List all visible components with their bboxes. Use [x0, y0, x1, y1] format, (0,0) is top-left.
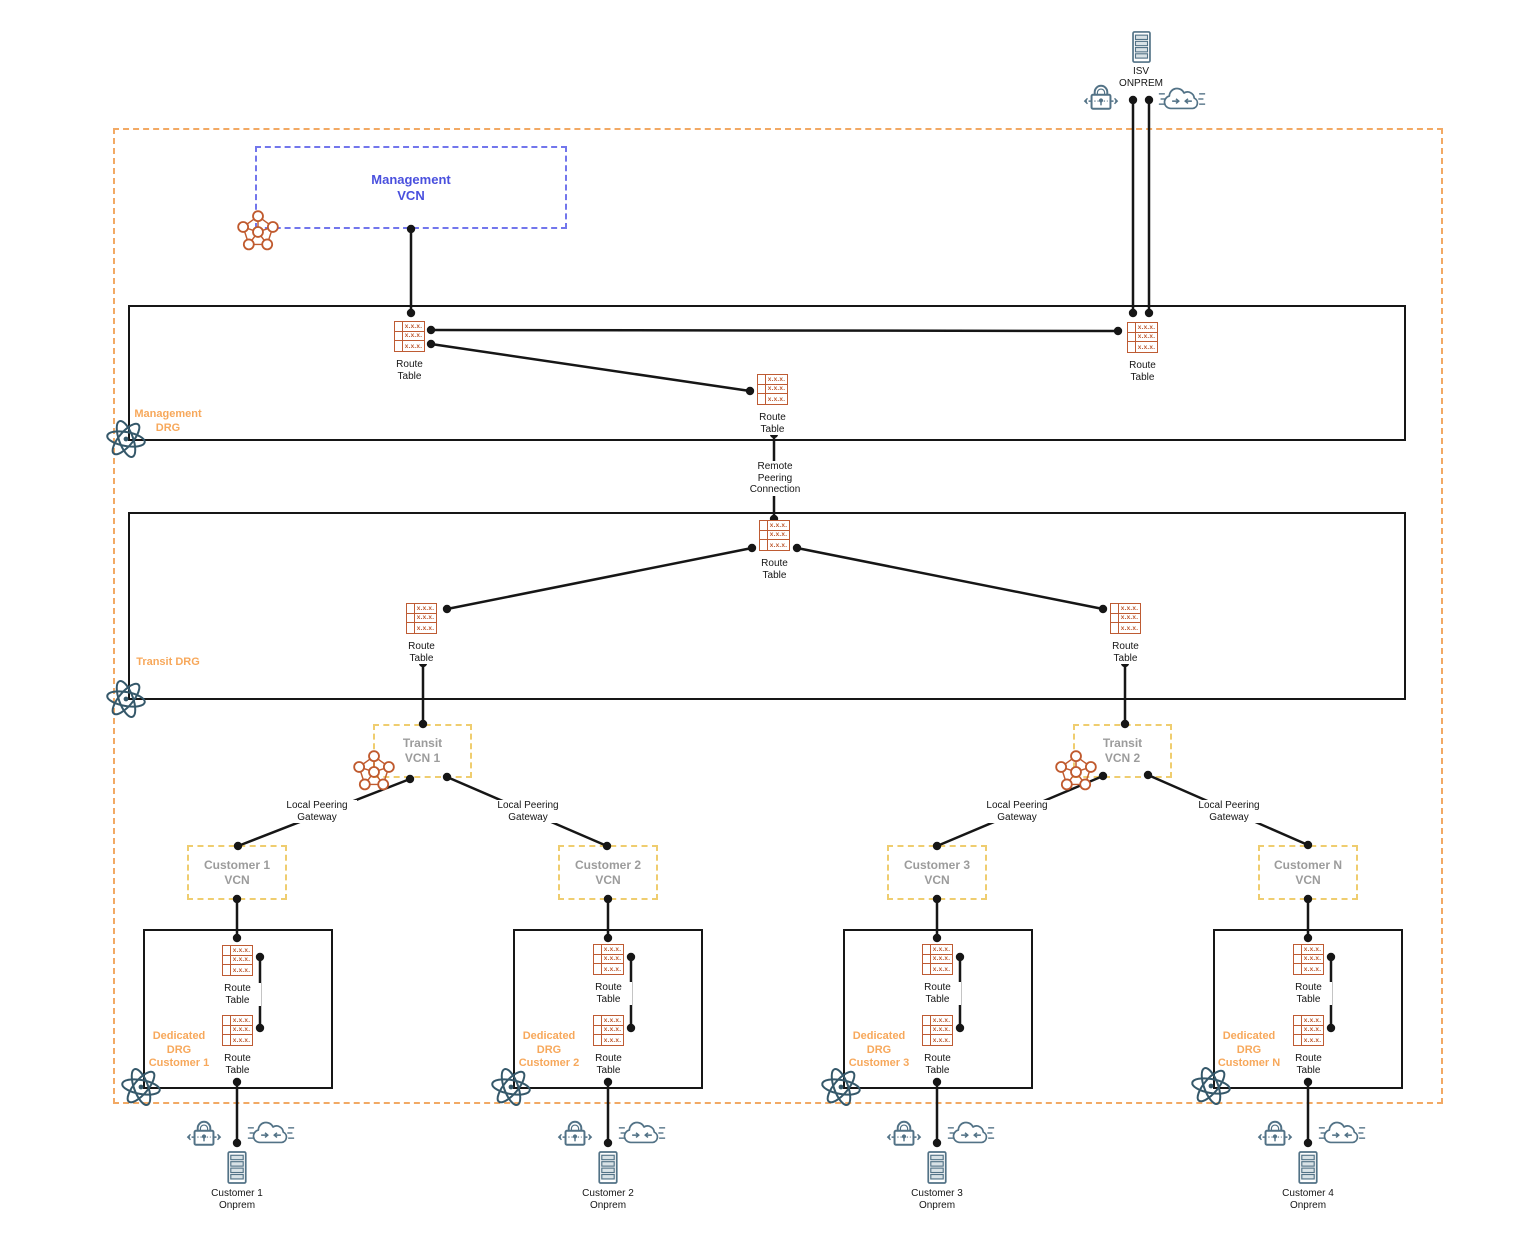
drg-atom-icon-transit [104, 677, 148, 721]
vcn-icon-transit-2 [1053, 748, 1099, 794]
isv-onprem-label: ISV ONPREM [1119, 66, 1163, 89]
route-table-transit-right: x.x.x.x.x.x.x.x.x. Route Table [1102, 603, 1149, 664]
customer-2-vcn-title: Customer 2 VCN [574, 857, 642, 887]
server-icon [1298, 1151, 1318, 1184]
transit-vcn-2-title: Transit VCN 2 [1102, 736, 1143, 765]
fastconnect-cloud-icon [618, 1118, 666, 1148]
route-table-icon: x.x.x.x.x.x.x.x.x. [759, 520, 790, 551]
dedicated-drg-customer-n-label: Dedicated DRG Customer N [1217, 1030, 1281, 1069]
fastconnect-cloud-icon [1318, 1118, 1366, 1148]
route-table-mgmt-center: x.x.x.x.x.x.x.x.x. Route Table [749, 374, 796, 435]
route-table-drg3-top: x.x.x.x.x.x.x.x.x. Route Table [914, 944, 961, 1005]
server-icon [598, 1151, 618, 1184]
management-vcn-title: Management VCN [371, 171, 451, 203]
route-table-drg2-bottom: x.x.x.x.x.x.x.x.x. Route Table [585, 1015, 632, 1076]
route-table-label: Route Table [914, 1053, 961, 1076]
local-peering-gateway-label-1: Local Peering Gateway [277, 800, 357, 823]
drg-atom-icon-management [104, 417, 148, 461]
route-table-label: Route Table [1285, 982, 1332, 1005]
server-icon [227, 1151, 247, 1184]
route-table-icon: x.x.x.x.x.x.x.x.x. [222, 1015, 253, 1046]
management-drg-label: Management DRG [134, 408, 202, 434]
route-table-drg1-bottom: x.x.x.x.x.x.x.x.x. Route Table [214, 1015, 261, 1076]
vpn-lock-icon [186, 1118, 222, 1149]
customer-4-onprem-group: Customer 4 Onprem [1248, 1112, 1368, 1212]
drg-atom-icon-customer-2 [489, 1065, 533, 1109]
route-table-label: Route Table [1285, 1053, 1332, 1076]
dedicated-drg-customer-3-label: Dedicated DRG Customer 3 [848, 1030, 910, 1069]
drg-atom-icon-customer-1 [119, 1065, 163, 1109]
route-table-label: Route Table [1102, 641, 1149, 664]
route-table-label: Route Table [751, 558, 798, 581]
route-table-label: Route Table [1119, 360, 1166, 383]
route-table-icon: x.x.x.x.x.x.x.x.x. [757, 374, 788, 405]
vpn-lock-icon [1083, 82, 1119, 113]
route-table-icon: x.x.x.x.x.x.x.x.x. [406, 603, 437, 634]
route-table-transit-left: x.x.x.x.x.x.x.x.x. Route Table [398, 603, 445, 664]
fastconnect-cloud-icon [947, 1118, 995, 1148]
route-table-drg3-bottom: x.x.x.x.x.x.x.x.x. Route Table [914, 1015, 961, 1076]
route-table-transit-center: x.x.x.x.x.x.x.x.x. Route Table [751, 520, 798, 581]
fastconnect-cloud-icon [1158, 84, 1206, 114]
oci-tenancy-boundary [113, 128, 1443, 1104]
route-table-label: Route Table [398, 641, 445, 664]
vcn-icon-transit-1 [351, 748, 397, 794]
server-icon [1132, 31, 1151, 63]
route-table-icon: x.x.x.x.x.x.x.x.x. [1293, 944, 1324, 975]
dedicated-drg-customer-1-label: Dedicated DRG Customer 1 [148, 1030, 210, 1069]
remote-peering-connection-label: Remote Peering Connection [741, 461, 809, 496]
management-drg-box [128, 305, 1406, 441]
customer-3-onprem-group: Customer 3 Onprem [877, 1112, 997, 1212]
customer-onprem-label: Customer 4 Onprem [1282, 1188, 1334, 1211]
local-peering-gateway-label-4: Local Peering Gateway [1189, 800, 1269, 823]
customer-n-vcn-title: Customer N VCN [1273, 857, 1342, 887]
route-table-drgn-bottom: x.x.x.x.x.x.x.x.x. Route Table [1285, 1015, 1332, 1076]
transit-vcn-1-title: Transit VCN 1 [402, 736, 443, 765]
route-table-icon: x.x.x.x.x.x.x.x.x. [922, 1015, 953, 1046]
transit-drg-box [128, 512, 1406, 700]
customer-onprem-label: Customer 3 Onprem [911, 1188, 963, 1211]
route-table-icon: x.x.x.x.x.x.x.x.x. [222, 945, 253, 976]
drg-atom-icon-customer-n [1189, 1064, 1233, 1108]
route-table-drg1-top: x.x.x.x.x.x.x.x.x. Route Table [214, 945, 261, 1006]
vpn-lock-icon [1257, 1118, 1293, 1149]
route-table-label: Route Table [386, 359, 433, 382]
route-table-icon: x.x.x.x.x.x.x.x.x. [593, 1015, 624, 1046]
route-table-icon: x.x.x.x.x.x.x.x.x. [1293, 1015, 1324, 1046]
customer-1-onprem-group: Customer 1 Onprem [177, 1112, 297, 1212]
route-table-icon: x.x.x.x.x.x.x.x.x. [593, 944, 624, 975]
customer-onprem-label: Customer 1 Onprem [211, 1188, 263, 1211]
route-table-icon: x.x.x.x.x.x.x.x.x. [394, 321, 425, 352]
route-table-label: Route Table [214, 1053, 261, 1076]
isv-onprem-group: ISV ONPREM [1081, 26, 1221, 126]
vpn-lock-icon [557, 1118, 593, 1149]
route-table-label: Route Table [214, 983, 261, 1006]
route-table-mgmt-right: x.x.x.x.x.x.x.x.x. Route Table [1119, 322, 1166, 383]
route-table-label: Route Table [585, 1053, 632, 1076]
route-table-drgn-top: x.x.x.x.x.x.x.x.x. Route Table [1285, 944, 1332, 1005]
route-table-label: Route Table [585, 982, 632, 1005]
drg-atom-icon-customer-3 [819, 1065, 863, 1109]
route-table-label: Route Table [914, 982, 961, 1005]
customer-2-onprem-group: Customer 2 Onprem [548, 1112, 668, 1212]
customer-onprem-label: Customer 2 Onprem [582, 1188, 634, 1211]
customer-1-vcn-title: Customer 1 VCN [203, 857, 271, 887]
route-table-icon: x.x.x.x.x.x.x.x.x. [1110, 603, 1141, 634]
dedicated-drg-customer-2-label: Dedicated DRG Customer 2 [518, 1030, 580, 1069]
vpn-lock-icon [886, 1118, 922, 1149]
route-table-label: Route Table [749, 412, 796, 435]
local-peering-gateway-label-2: Local Peering Gateway [488, 800, 568, 823]
customer-3-vcn-title: Customer 3 VCN [903, 857, 971, 887]
route-table-mgmt-left: x.x.x.x.x.x.x.x.x. Route Table [386, 321, 433, 382]
route-table-drg2-top: x.x.x.x.x.x.x.x.x. Route Table [585, 944, 632, 1005]
route-table-icon: x.x.x.x.x.x.x.x.x. [1127, 322, 1158, 353]
server-icon [927, 1151, 947, 1184]
local-peering-gateway-label-3: Local Peering Gateway [977, 800, 1057, 823]
transit-drg-label: Transit DRG [136, 656, 200, 668]
vcn-icon-management [235, 208, 281, 254]
route-table-icon: x.x.x.x.x.x.x.x.x. [922, 944, 953, 975]
fastconnect-cloud-icon [247, 1118, 295, 1148]
